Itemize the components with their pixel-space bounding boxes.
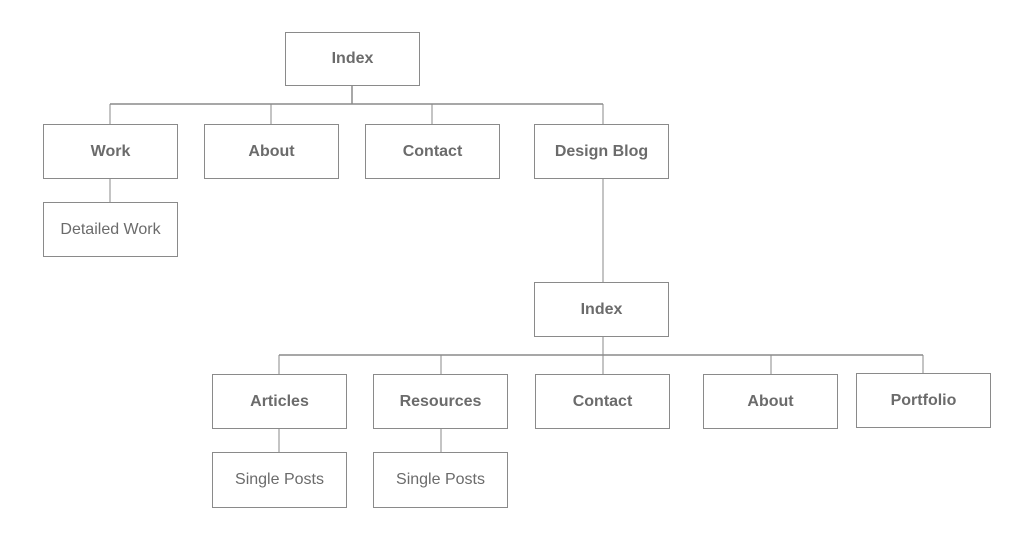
node-work: Work — [43, 124, 178, 179]
node-detailed-work: Detailed Work — [43, 202, 178, 257]
node-blog-about: About — [703, 374, 838, 429]
node-articles-single-posts: Single Posts — [212, 452, 347, 508]
node-resources: Resources — [373, 374, 508, 429]
node-root-index: Index — [285, 32, 420, 86]
node-blog-index: Index — [534, 282, 669, 337]
node-portfolio: Portfolio — [856, 373, 991, 428]
node-articles: Articles — [212, 374, 347, 429]
node-blog-contact: Contact — [535, 374, 670, 429]
node-resources-single-posts: Single Posts — [373, 452, 508, 508]
node-contact: Contact — [365, 124, 500, 179]
node-design-blog: Design Blog — [534, 124, 669, 179]
node-about: About — [204, 124, 339, 179]
